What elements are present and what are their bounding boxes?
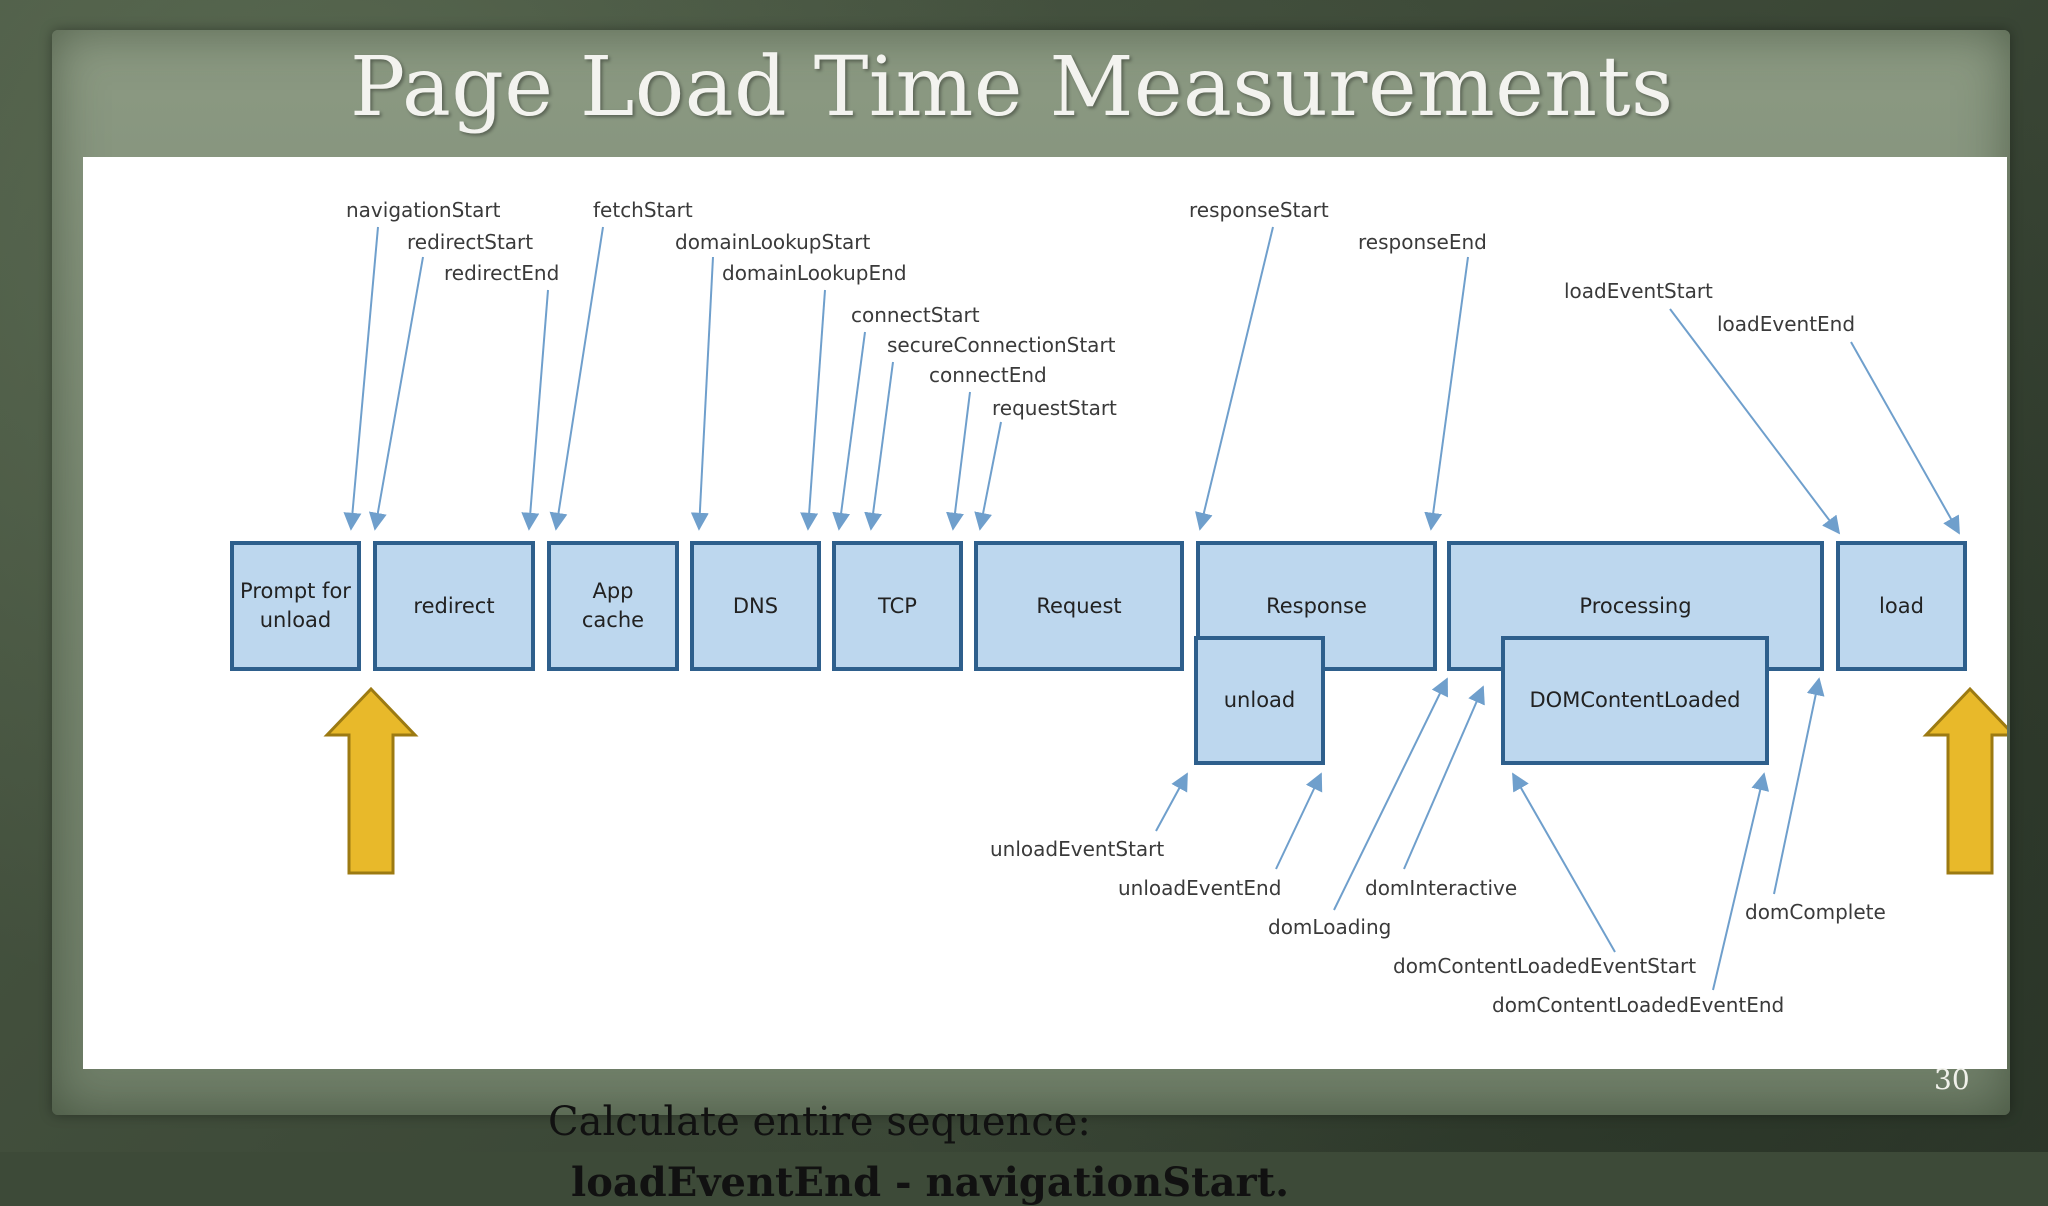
event-label-load-event-start: loadEventStart (1564, 279, 1713, 303)
event-label-domain-lookup-start: domainLookupStart (675, 230, 871, 254)
phase-load: load (1836, 541, 1967, 671)
pointer-arrow-dom-interactive (1403, 685, 1485, 870)
phase-unload: unload (1194, 636, 1325, 765)
pointer-arrow-unload-event-start (1155, 772, 1188, 832)
pointer-arrow-dom-content-loaded-event-end (1712, 772, 1770, 991)
pointer-arrow-redirect-end (521, 289, 549, 531)
pointer-arrow-unload-event-end (1275, 772, 1323, 870)
event-label-navigation-start: navigationStart (346, 198, 501, 222)
pointer-arrow-secure-connection-start (864, 361, 894, 531)
pointer-arrow-domain-lookup-end (800, 289, 826, 531)
event-label-request-start: requestStart (992, 396, 1117, 420)
phase-request: Request (974, 541, 1184, 671)
formula-caption: Calculate entire sequence: (548, 1099, 1091, 1145)
formula-expression: loadEventEnd - navigationStart. (571, 1159, 1290, 1206)
pointer-arrow-load-event-end (1850, 341, 1960, 535)
event-label-domain-lookup-end: domainLookupEnd (722, 261, 907, 285)
pointer-arrow-dom-loading (1333, 677, 1448, 911)
end-marker-arrow (1922, 686, 2007, 875)
pointer-arrow-navigation-start (343, 226, 379, 531)
start-marker-arrow (323, 686, 419, 875)
event-label-load-event-end: loadEventEnd (1717, 312, 1856, 336)
slide-title: Page Load Time Measurements (350, 40, 1674, 135)
phase-app-cache: App cache (547, 541, 679, 671)
phase-prompt-for-unload: Prompt for unload (230, 541, 361, 671)
phase-tcp: TCP (832, 541, 963, 671)
event-label-connect-start: connectStart (851, 303, 980, 327)
pointer-arrow-request-start (974, 421, 1002, 531)
event-label-dom-content-loaded-event-start: domContentLoadedEventStart (1393, 954, 1697, 978)
event-label-unload-event-start: unloadEventStart (990, 837, 1165, 861)
event-label-connect-end: connectEnd (929, 363, 1047, 387)
phase-dns: DNS (690, 541, 821, 671)
diagram-panel: Prompt for unload redirect App cache DNS… (83, 157, 2007, 1206)
phase-redirect: redirect (373, 541, 535, 671)
event-label-response-end: responseEnd (1358, 230, 1487, 254)
event-label-redirect-end: redirectEnd (444, 261, 560, 285)
event-label-unload-event-end: unloadEventEnd (1118, 876, 1282, 900)
timing-diagram-lines (323, 226, 2007, 991)
pointer-arrow-fetch-start (549, 226, 604, 531)
phase-domcontentloaded: DOMContentLoaded (1501, 636, 1769, 765)
pointer-arrow-connect-end (946, 391, 971, 531)
pointer-arrow-dom-content-loaded-event-start (1512, 772, 1616, 953)
event-label-dom-content-loaded-event-end: domContentLoadedEventEnd (1492, 993, 1785, 1017)
event-label-dom-interactive: domInteractive (1365, 876, 1518, 900)
pointer-arrow-response-end (1424, 256, 1469, 531)
pointer-arrow-response-start (1195, 226, 1274, 531)
pointer-arrow-dom-complete (1773, 677, 1825, 895)
slide-number: 30 (1934, 1063, 1970, 1096)
event-label-dom-complete: domComplete (1745, 900, 1886, 924)
event-label-dom-loading: domLoading (1268, 915, 1392, 939)
pointer-arrow-redirect-start (368, 256, 424, 531)
pointer-arrow-domain-lookup-start (690, 256, 714, 531)
event-label-secure-connection-start: secureConnectionStart (887, 333, 1116, 357)
pointer-arrow-connect-start (832, 331, 866, 531)
event-label-response-start: responseStart (1189, 198, 1329, 222)
event-label-redirect-start: redirectStart (407, 230, 534, 254)
pointer-arrow-load-event-start (1669, 308, 1841, 535)
event-label-fetch-start: fetchStart (593, 198, 693, 222)
